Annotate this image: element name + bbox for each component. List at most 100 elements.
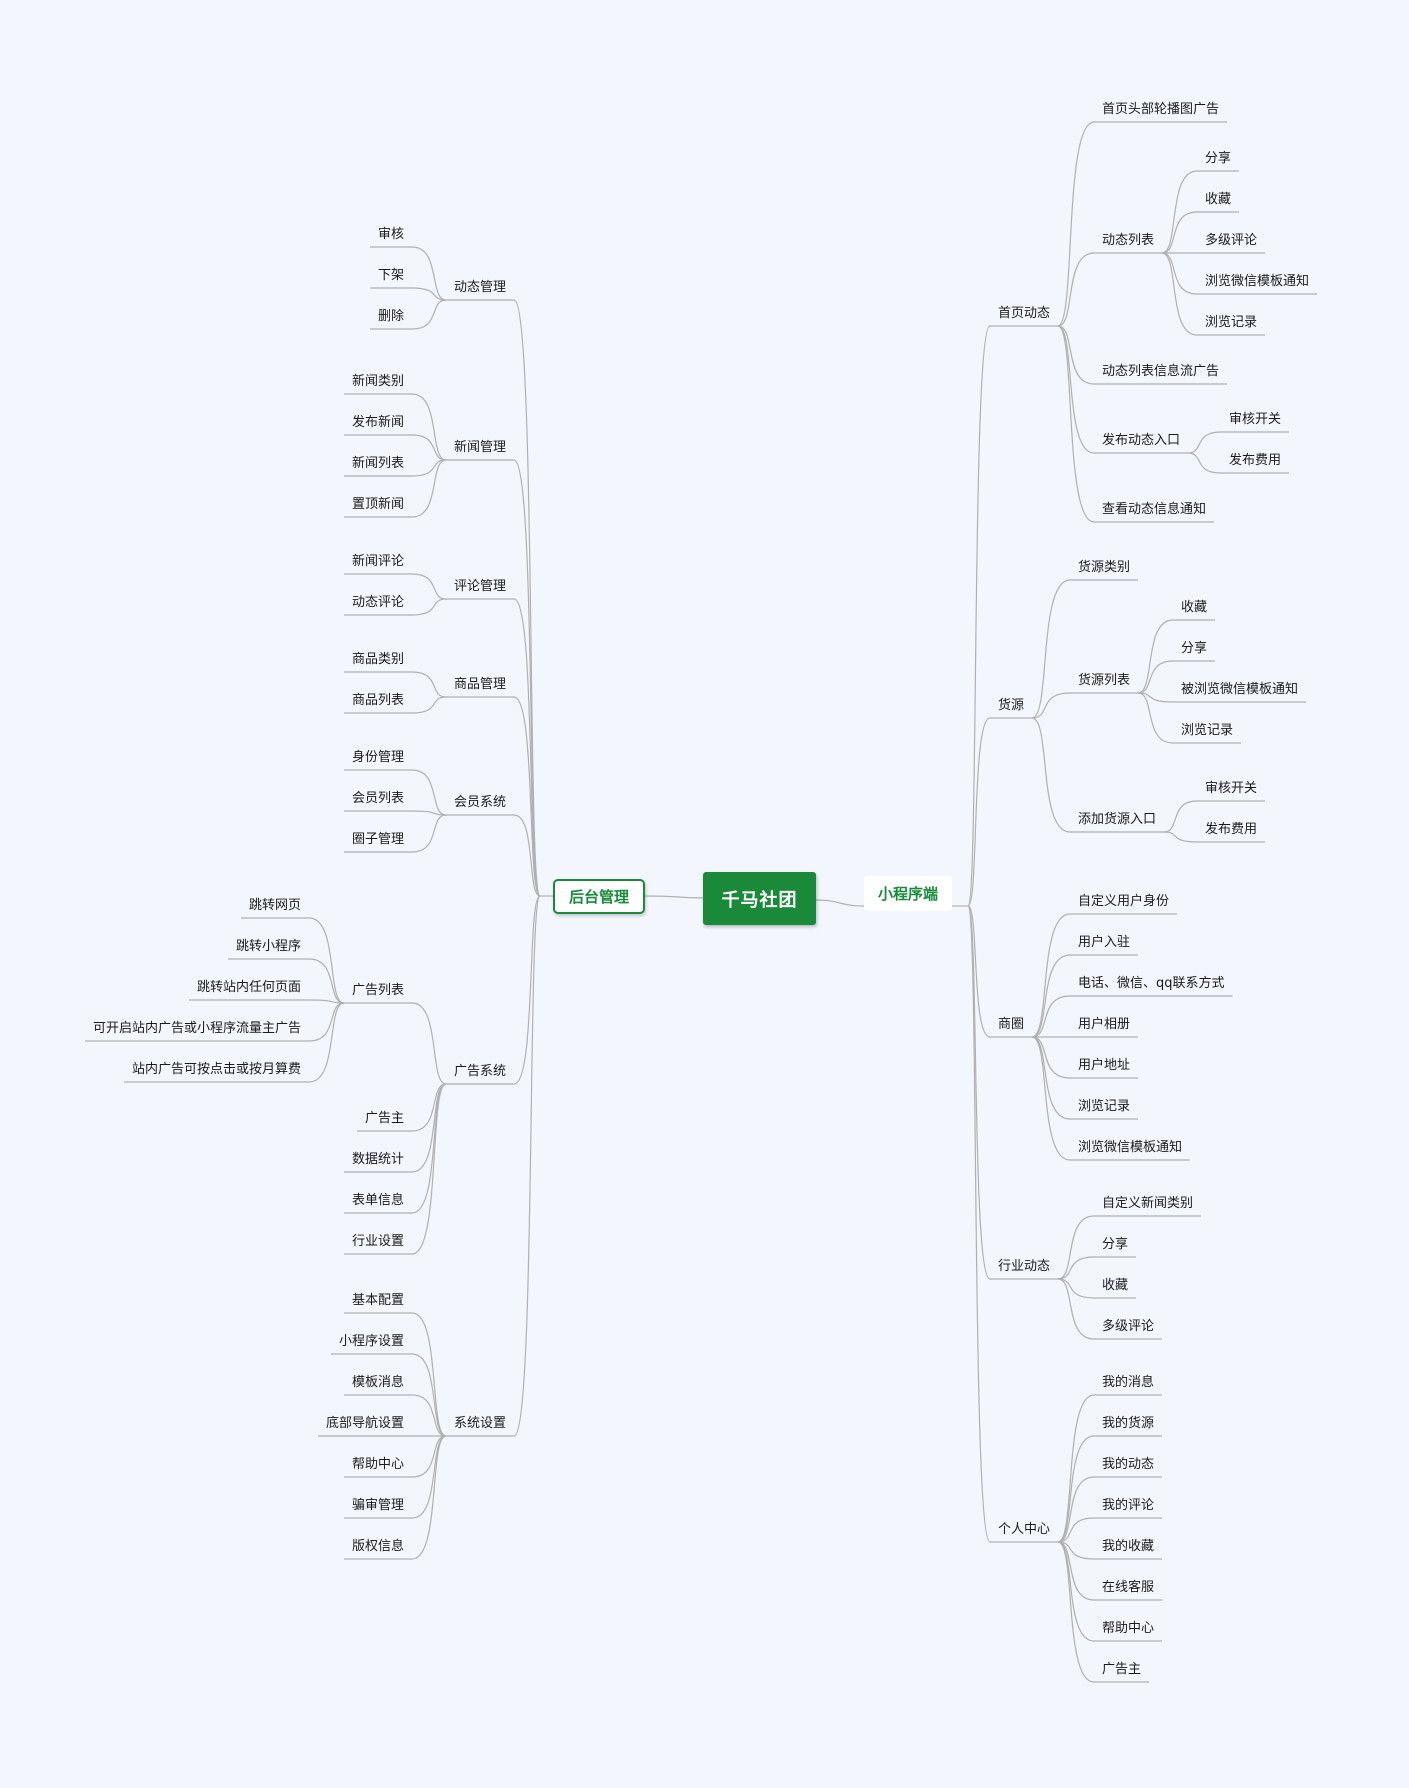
topic-node[interactable]: 浏览记录: [1078, 1099, 1131, 1114]
connector-line: [411, 459, 447, 518]
connector-line: [1137, 619, 1174, 694]
topic-node[interactable]: 在线客服: [1102, 1580, 1155, 1595]
topic-node[interactable]: 收藏: [1181, 600, 1208, 615]
topic-node[interactable]: 自定义新闻类别: [1102, 1196, 1194, 1211]
topic-node[interactable]: 浏览记录: [1205, 315, 1258, 330]
topic-node[interactable]: 商品管理: [453, 677, 506, 692]
topic-node[interactable]: 底部导航设置: [325, 1416, 404, 1431]
topic-node[interactable]: 动态列表: [1102, 233, 1155, 248]
topic-node[interactable]: 用户入驻: [1078, 935, 1131, 950]
topic-node[interactable]: 动态管理: [453, 280, 506, 295]
topic-node[interactable]: 我的收藏: [1102, 1539, 1155, 1554]
connector-line: [308, 958, 345, 1004]
topic-node[interactable]: 会员系统: [453, 795, 506, 810]
topic-node[interactable]: 下架: [377, 268, 404, 283]
topic-node[interactable]: 收藏: [1102, 1278, 1129, 1293]
root-node[interactable]: 千马社团: [703, 872, 816, 925]
topic-node[interactable]: 浏览微信模板通知: [1205, 274, 1310, 289]
topic-node[interactable]: 发布动态入口: [1102, 433, 1181, 448]
topic-node[interactable]: 跳转网页: [248, 898, 301, 913]
connector-line: [411, 299, 447, 330]
topic-node[interactable]: 新闻类别: [351, 374, 404, 389]
connector-line: [411, 393, 447, 461]
connector-line: [1057, 1278, 1095, 1340]
topic-node[interactable]: 身份管理: [351, 750, 404, 765]
topic-node[interactable]: 商品列表: [351, 693, 404, 708]
topic-node[interactable]: 货源类别: [1078, 560, 1131, 575]
topic-node[interactable]: 浏览微信模板通知: [1078, 1140, 1183, 1155]
connector-line: [411, 1083, 447, 1255]
topic-node[interactable]: 可开启站内广告或小程序流量主广告: [92, 1021, 301, 1036]
topic-node[interactable]: 跳转站内任何页面: [196, 980, 301, 995]
connector-line: [411, 1002, 447, 1085]
topic-node[interactable]: 动态列表信息流广告: [1102, 364, 1220, 379]
topic-node[interactable]: 被浏览微信模板通知: [1181, 682, 1299, 697]
topic-node[interactable]: 我的评论: [1102, 1498, 1155, 1513]
topic-node[interactable]: 用户相册: [1078, 1017, 1131, 1032]
topic-node[interactable]: 分享: [1181, 641, 1208, 656]
topic-node[interactable]: 帮助中心: [1102, 1621, 1155, 1636]
topic-node[interactable]: 商圈: [998, 1017, 1025, 1032]
topic-node[interactable]: 行业设置: [351, 1234, 404, 1249]
connector-line: [411, 573, 447, 600]
topic-node[interactable]: 行业动态: [998, 1259, 1051, 1274]
topic-node[interactable]: 分享: [1102, 1237, 1129, 1252]
topic-node[interactable]: 发布新闻: [351, 415, 404, 430]
topic-node[interactable]: 电话、微信、qq联系方式: [1078, 976, 1225, 991]
topic-node[interactable]: 审核开关: [1205, 781, 1258, 796]
topic-node[interactable]: 多级评论: [1102, 1319, 1155, 1334]
topic-node[interactable]: 发布费用: [1229, 453, 1282, 468]
connector-line: [411, 1083, 447, 1132]
topic-node[interactable]: 首页动态: [998, 306, 1051, 321]
topic-node[interactable]: 基本配置: [351, 1293, 404, 1308]
backend-management-node[interactable]: 后台管理: [553, 879, 645, 914]
topic-node[interactable]: 数据统计: [351, 1152, 404, 1167]
topic-node[interactable]: 用户地址: [1078, 1058, 1131, 1073]
topic-node[interactable]: 版权信息: [351, 1539, 404, 1554]
topic-node[interactable]: 置顶新闻: [351, 497, 404, 512]
topic-node[interactable]: 新闻评论: [351, 554, 404, 569]
topic-node[interactable]: 新闻管理: [453, 440, 506, 455]
topic-node[interactable]: 添加货源入口: [1078, 812, 1157, 827]
topic-node[interactable]: 广告列表: [351, 983, 404, 998]
topic-node[interactable]: 系统设置: [453, 1416, 506, 1431]
topic-node[interactable]: 我的动态: [1102, 1457, 1155, 1472]
topic-node[interactable]: 模板消息: [351, 1375, 404, 1390]
topic-node[interactable]: 商品类别: [351, 652, 404, 667]
topic-node[interactable]: 跳转小程序: [235, 939, 301, 954]
connector-line: [1031, 954, 1071, 1038]
topic-node[interactable]: 自定义用户身份: [1078, 894, 1170, 909]
topic-node[interactable]: 表单信息: [351, 1193, 404, 1208]
topic-node[interactable]: 货源: [998, 698, 1025, 713]
miniprogram-node[interactable]: 小程序端: [864, 876, 952, 911]
topic-node[interactable]: 我的消息: [1102, 1375, 1155, 1390]
topic-node[interactable]: 会员列表: [351, 791, 404, 806]
topic-node[interactable]: 骗审管理: [351, 1498, 404, 1513]
topic-node[interactable]: 广告主: [364, 1111, 404, 1126]
topic-node[interactable]: 审核: [377, 227, 404, 242]
topic-node[interactable]: 帮助中心: [351, 1457, 404, 1472]
connector-line: [513, 814, 541, 897]
topic-node[interactable]: 圈子管理: [351, 832, 404, 847]
topic-node[interactable]: 动态评论: [351, 595, 404, 610]
topic-node[interactable]: 货源列表: [1078, 673, 1131, 688]
topic-node[interactable]: 广告系统: [453, 1064, 506, 1079]
connector-line: [411, 769, 447, 816]
topic-node[interactable]: 我的货源: [1102, 1416, 1155, 1431]
topic-node[interactable]: 浏览记录: [1181, 723, 1234, 738]
topic-node[interactable]: 审核开关: [1229, 412, 1282, 427]
topic-node[interactable]: 小程序设置: [338, 1334, 404, 1349]
topic-node[interactable]: 多级评论: [1205, 233, 1258, 248]
topic-node[interactable]: 新闻列表: [351, 456, 404, 471]
topic-node[interactable]: 查看动态信息通知: [1102, 502, 1207, 517]
topic-node[interactable]: 评论管理: [453, 579, 506, 594]
topic-node[interactable]: 发布费用: [1205, 822, 1258, 837]
topic-node[interactable]: 广告主: [1102, 1662, 1142, 1677]
topic-node[interactable]: 删除: [377, 309, 404, 324]
topic-node[interactable]: 分享: [1205, 151, 1232, 166]
topic-node[interactable]: 个人中心: [998, 1522, 1051, 1537]
connector-line: [967, 325, 991, 907]
topic-node[interactable]: 首页头部轮播图广告: [1102, 102, 1220, 117]
topic-node[interactable]: 收藏: [1205, 192, 1232, 207]
topic-node[interactable]: 站内广告可按点击或按月算费: [131, 1062, 301, 1077]
